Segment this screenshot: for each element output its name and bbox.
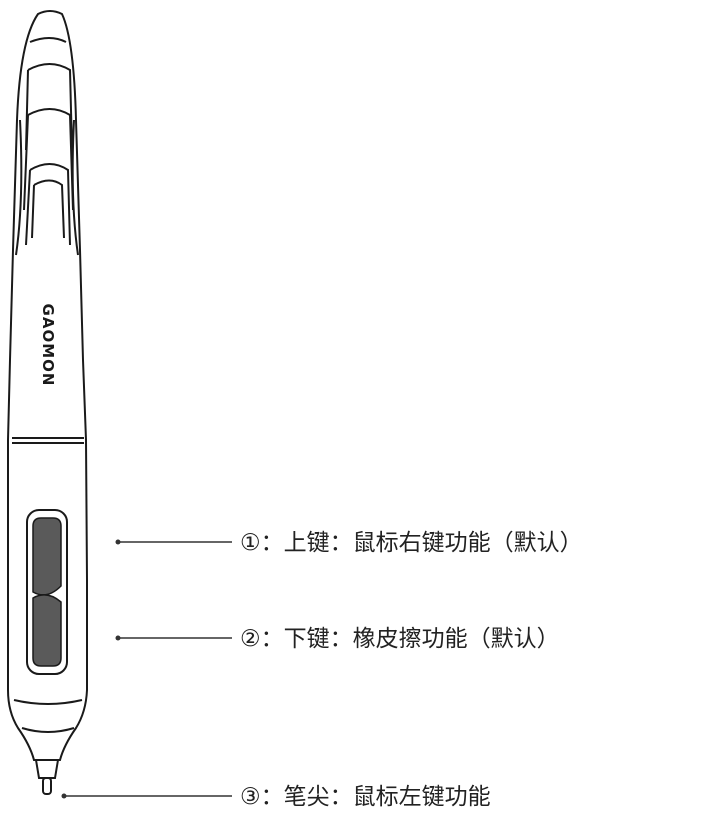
cap-groove-3 [25, 163, 71, 246]
leader-lines [61, 539, 232, 799]
cap-groove-2 [23, 108, 74, 211]
callout-nib: ③：笔尖：鼠标左键功能 [240, 784, 491, 810]
upper-side-button[interactable] [32, 517, 62, 596]
pen-nib [34, 759, 60, 795]
cap-fin-right [71, 119, 79, 256]
cap-top-ring [29, 37, 67, 43]
nib-tip [42, 777, 52, 795]
pen-outline [7, 10, 88, 761]
leader-dot-2 [115, 635, 121, 641]
nib-cone [34, 759, 60, 779]
nib-ring-upper [13, 699, 83, 705]
callout-upper-button: ①：上键：鼠标右键功能（默认） [240, 530, 583, 556]
side-button-panel [26, 509, 68, 675]
brand-logo: GAOMON [39, 304, 57, 387]
side-button-frame [26, 509, 68, 675]
leader-dot-1 [115, 539, 121, 545]
lower-side-button[interactable] [32, 594, 62, 667]
leader-dot-3 [61, 793, 67, 799]
cap-fin-left [15, 119, 23, 256]
pen-body [7, 10, 88, 761]
nib-ring-lower [21, 727, 75, 733]
cap-groove-4 [31, 179, 65, 239]
callout-lower-button: ②：下键：橡皮擦功能（默认） [240, 626, 560, 652]
cap-groove-1 [25, 63, 73, 151]
